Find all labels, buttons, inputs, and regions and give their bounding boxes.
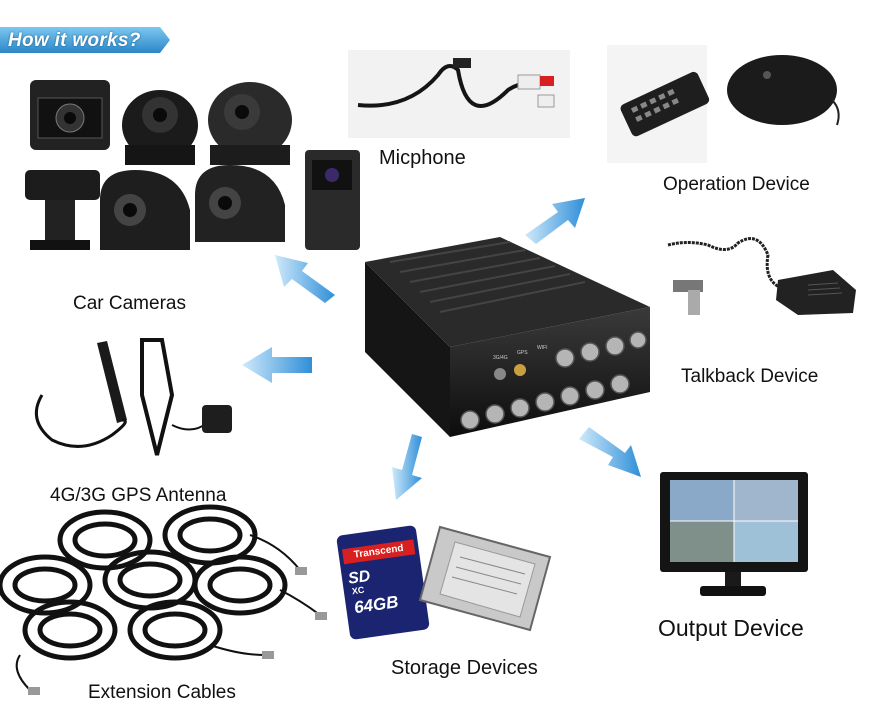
microphone-label: Micphone <box>379 147 466 169</box>
arrow-to-microphone <box>525 198 585 244</box>
microphone-image <box>348 50 570 138</box>
extension-cables-label: Extension Cables <box>88 682 236 703</box>
talkback-device-image <box>667 237 856 315</box>
antenna-label: 4G/3G GPS Antenna <box>50 485 227 506</box>
talkback-device-label: Talkback Device <box>681 366 819 387</box>
mdvr-port-label-3: WIFI <box>537 345 548 351</box>
mdvr-unit <box>365 237 650 437</box>
mdvr-port-label-1: 3G/4G <box>493 355 508 361</box>
antenna-image <box>34 338 232 456</box>
car-cameras-label: Car Cameras <box>73 293 186 314</box>
arrow-to-storage <box>392 434 422 500</box>
output-device-label: Output Device <box>658 615 804 641</box>
arrow-to-antenna <box>242 347 312 383</box>
output-device-image <box>660 472 808 596</box>
hard-drive-image <box>418 525 552 632</box>
sd-class: XC <box>351 584 366 597</box>
sd-capacity: 64GB <box>352 592 400 618</box>
sd-brand: Transcend <box>341 539 416 565</box>
operation-device-label: Operation Device <box>663 174 810 195</box>
how-it-works-banner <box>0 27 170 53</box>
arrow-to-cameras <box>275 255 335 303</box>
car-cameras-image <box>25 80 360 250</box>
banner-title: How it works? <box>8 30 141 51</box>
arrow-to-output <box>579 427 641 477</box>
storage-devices-label: Storage Devices <box>391 657 538 679</box>
mdvr-port-label-2: GPS <box>517 350 528 356</box>
extension-cables-image <box>0 504 327 695</box>
operation-device-image <box>607 45 840 163</box>
sd-card: Transcend SD XC 64GB <box>336 524 430 641</box>
